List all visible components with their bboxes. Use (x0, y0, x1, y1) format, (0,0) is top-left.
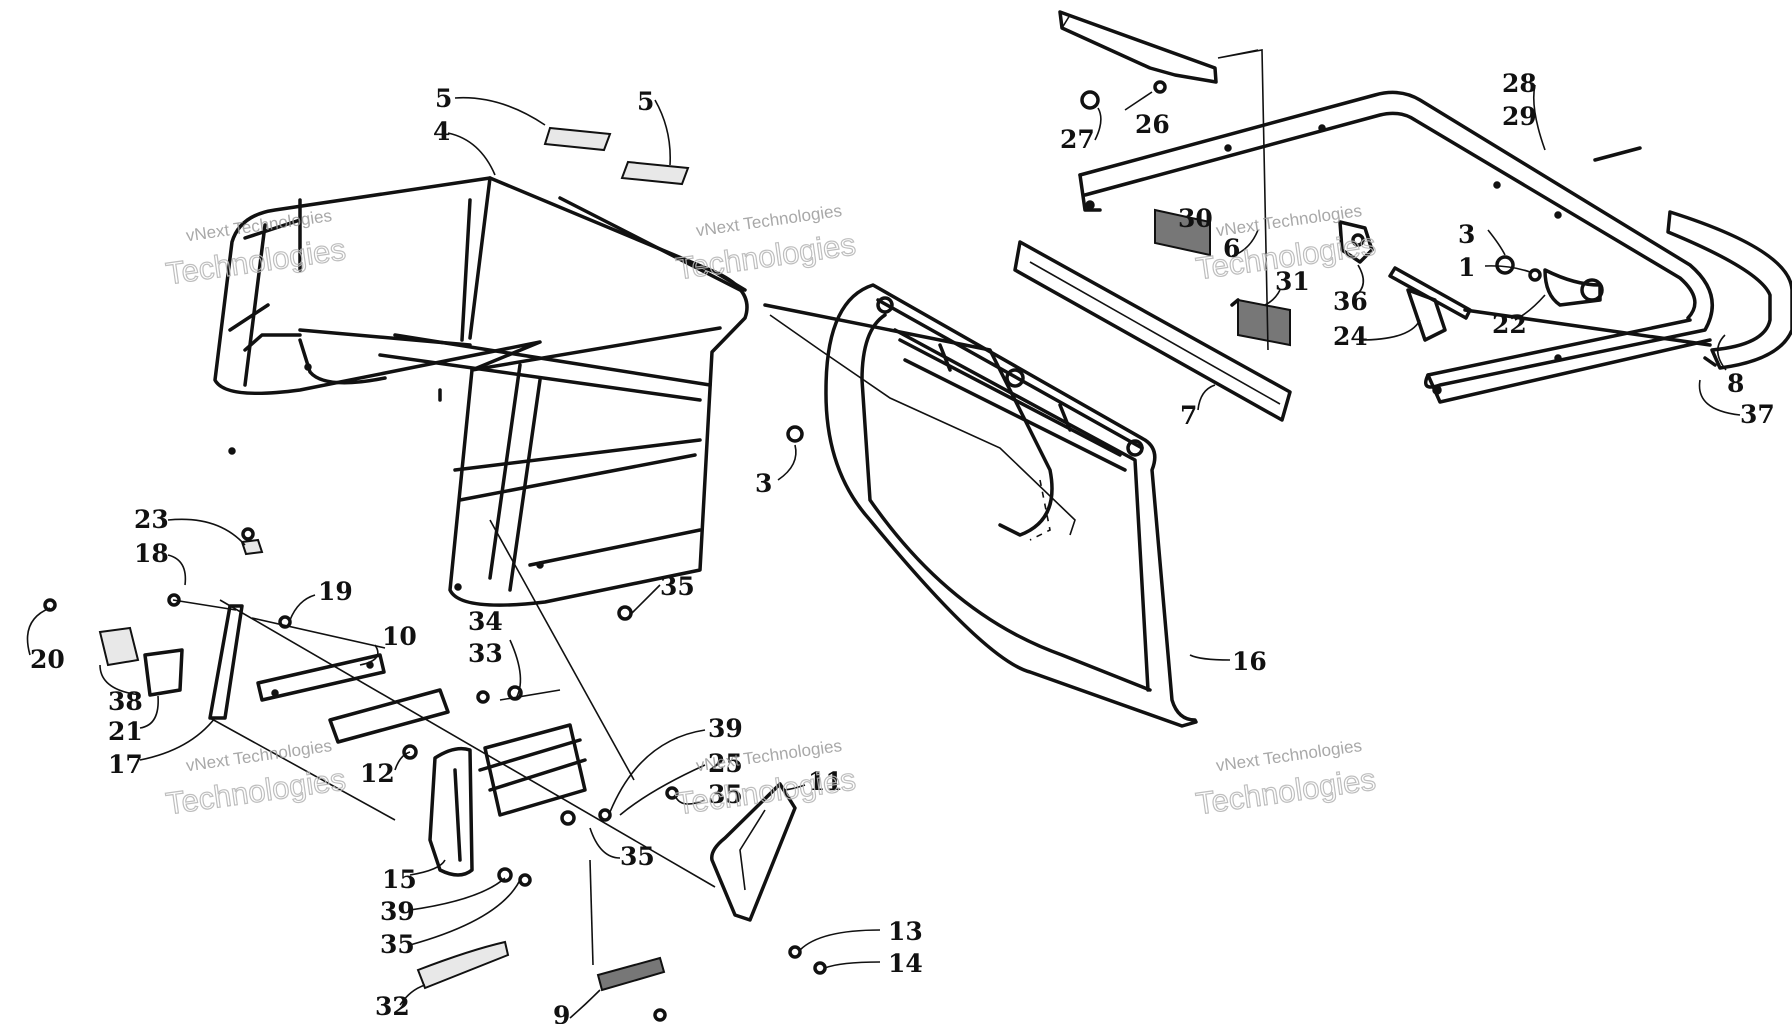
callout-18: 18 (134, 539, 169, 568)
slide-rail (1013, 240, 1292, 422)
callout-labels: 5 5 4 28 29 27 26 30 6 31 3 1 36 24 22 8… (30, 69, 1775, 1024)
callout-6: 6 (1223, 234, 1240, 263)
spacer-blocks (1154, 208, 1291, 347)
pivot-pin (1388, 266, 1472, 342)
callout-35-right: 35 (708, 780, 743, 809)
callout-5-a: 5 (435, 84, 452, 113)
watermark-2: vNext Technologies Technologies (673, 201, 858, 287)
callout-24: 24 (1333, 322, 1368, 351)
left-hardware (43, 527, 827, 1022)
callout-35-top: 35 (660, 572, 695, 601)
callout-12: 12 (360, 759, 395, 788)
callout-27: 27 (1060, 125, 1095, 154)
basket-rack (213, 176, 749, 607)
callout-10: 10 (382, 622, 417, 651)
bumper-strip (1666, 210, 1792, 370)
callout-31: 31 (1275, 267, 1310, 296)
callout-4: 4 (433, 117, 450, 146)
callout-1: 1 (1458, 253, 1475, 282)
callout-5-b: 5 (637, 87, 654, 116)
callout-39-upper: 39 (708, 714, 743, 743)
seat-frame (1078, 90, 1714, 404)
callout-19: 19 (318, 577, 353, 606)
callout-20: 20 (30, 645, 65, 674)
callout-35-lower: 35 (380, 930, 415, 959)
callout-32: 32 (375, 992, 410, 1021)
callout-17: 17 (108, 750, 143, 779)
callout-16: 16 (1232, 647, 1267, 676)
leader-lines (26, 49, 1741, 1019)
callout-30: 30 (1178, 204, 1213, 233)
knob (1543, 268, 1604, 307)
callout-34: 34 (468, 607, 503, 636)
watermark-group: vNext Technologies Technologies vNext Te… (163, 201, 1378, 822)
callout-38: 38 (108, 687, 143, 716)
callout-11: 11 (808, 767, 843, 796)
callout-21: 21 (108, 717, 143, 746)
callout-7: 7 (1180, 401, 1197, 430)
callout-39-lower: 39 (380, 897, 415, 926)
callout-14: 14 (888, 949, 923, 978)
watermark-1: vNext Technologies Technologies (163, 206, 348, 292)
callout-13: 13 (888, 917, 923, 946)
watermark-6: vNext Technologies Technologies (1193, 736, 1378, 822)
hinge-bracket (1338, 220, 1374, 264)
callout-25: 25 (708, 749, 743, 778)
callout-26: 26 (1135, 110, 1170, 139)
decal-strips (543, 126, 690, 186)
callout-28: 28 (1502, 69, 1537, 98)
callout-8: 8 (1727, 369, 1744, 398)
watermark-3: vNext Technologies Technologies (1193, 201, 1378, 287)
hitch-assembly (98, 519, 797, 992)
callout-9: 9 (553, 1001, 570, 1024)
callout-3-right: 3 (1458, 220, 1475, 249)
watermark-4: vNext Technologies Technologies (163, 736, 348, 822)
callout-22: 22 (1492, 310, 1527, 339)
callout-23: 23 (134, 505, 169, 534)
callout-36: 36 (1333, 287, 1368, 316)
watermark-5: vNext Technologies Technologies (673, 736, 858, 822)
callout-15: 15 (382, 865, 417, 894)
right-hardware (786, 80, 1717, 443)
callout-33: 33 (468, 639, 503, 668)
callout-29: 29 (1502, 102, 1537, 131)
callout-37: 37 (1740, 400, 1775, 429)
callout-3-center: 3 (755, 469, 772, 498)
callout-35-mid: 35 (620, 842, 655, 871)
backrest-panel (763, 283, 1198, 728)
top-bracket (1058, 10, 1218, 84)
